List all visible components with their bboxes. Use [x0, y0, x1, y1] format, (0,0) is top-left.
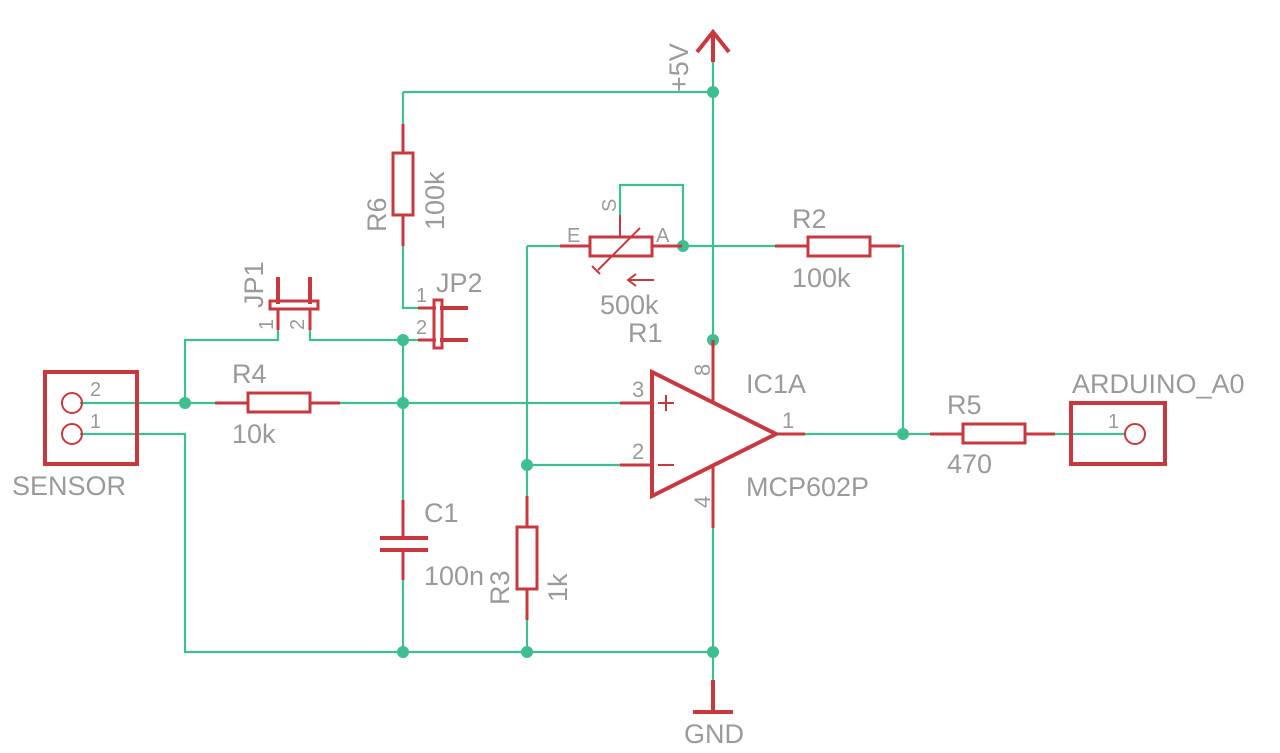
resistor-r3: R3 1k [485, 496, 573, 620]
r4-value: 10k [232, 419, 276, 449]
ground-label: GND [684, 719, 744, 749]
r5-name: R5 [947, 390, 982, 420]
r4-name: R4 [232, 359, 267, 389]
r2-name: R2 [792, 204, 827, 234]
jp1-pin1: 1 [256, 319, 278, 330]
sensor-pin2: 2 [90, 379, 101, 401]
junction-dot [397, 397, 409, 409]
jp1-name: JP1 [239, 261, 269, 308]
opamp-ic1a: 3 2 1 8 4 IC1A MCP602P [620, 340, 869, 528]
potentiometer-r1: E S A 500k R1 [560, 199, 682, 348]
ic-pin3: 3 [632, 377, 644, 402]
jumper-jp2: JP2 1 2 [416, 268, 483, 350]
supply-label: +5V [664, 43, 694, 92]
c1-value: 100n [424, 561, 484, 591]
r6-name: R6 [362, 197, 392, 232]
r3-name: R3 [485, 570, 515, 605]
r5-value: 470 [947, 449, 992, 479]
supply-symbol: +5V [664, 28, 731, 92]
jp2-name: JP2 [436, 268, 483, 298]
r1-pin-a: A [656, 225, 670, 247]
ic-value: MCP602P [746, 472, 869, 502]
wires [80, 58, 1125, 680]
ground-symbol: GND [684, 680, 744, 749]
arduino-name: ARDUINO_A0 [1072, 369, 1245, 399]
junction-dot [397, 334, 409, 346]
junction-dot [897, 428, 909, 440]
sensor-name: SENSOR [12, 471, 126, 501]
connector-arduino: 1 ARDUINO_A0 [1069, 369, 1245, 466]
r2-value: 100k [792, 263, 851, 293]
ic-pin1: 1 [782, 408, 794, 433]
ic-name: IC1A [746, 369, 806, 399]
r1-pin-e: E [567, 225, 580, 247]
c1-name: C1 [424, 498, 459, 528]
junction-dot [397, 646, 409, 658]
jp1-pin2: 2 [287, 319, 309, 330]
junction-dot [677, 240, 689, 252]
jp2-pin1: 1 [416, 285, 427, 307]
resistor-r2: R2 100k [775, 204, 900, 293]
junction-dot [707, 646, 719, 658]
connector-sensor: 2 1 SENSOR [12, 370, 139, 501]
sensor-pin1: 1 [90, 411, 101, 433]
jp2-pin2: 2 [416, 317, 427, 339]
ic-pin8: 8 [690, 364, 715, 376]
ic-pin4: 4 [690, 496, 715, 508]
r1-pin-s: S [599, 199, 621, 212]
r1-value: 500k [600, 290, 659, 320]
arduino-pin1: 1 [1108, 411, 1119, 433]
jumper-jp1: JP1 1 2 [239, 261, 320, 330]
r3-value: 1k [543, 573, 573, 602]
junction-dot [521, 459, 533, 471]
r6-value: 100k [420, 171, 450, 230]
junction-dot [179, 397, 191, 409]
junctions [179, 86, 909, 658]
capacitor-c1: C1 100n [380, 498, 484, 591]
junction-dot [521, 646, 533, 658]
r1-name: R1 [628, 318, 663, 348]
resistor-r4: R4 10k [215, 359, 340, 449]
resistor-r6: R6 100k [362, 124, 450, 246]
junction-dot [707, 86, 719, 98]
resistor-r5: R5 470 [930, 390, 1055, 479]
ic-pin2: 2 [632, 439, 644, 464]
